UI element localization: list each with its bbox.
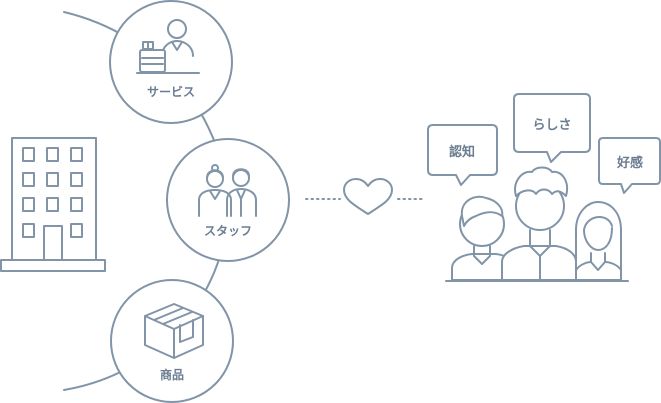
service-circle xyxy=(109,0,233,124)
service-label: サービス xyxy=(147,84,195,99)
staff-people-icon xyxy=(198,164,257,217)
service-node: サービス xyxy=(109,0,233,124)
bubble-recognition: 認知 xyxy=(427,124,498,186)
cashier-icon xyxy=(136,19,200,74)
product-node: 商品 xyxy=(110,279,234,403)
staff-label: スタッフ xyxy=(204,224,252,238)
staff-node: スタッフ xyxy=(166,138,290,262)
heart-icon xyxy=(343,178,393,215)
bubble-favorability: 好感 xyxy=(598,137,661,194)
bubble-identity-label: らしさ xyxy=(532,118,571,133)
product-circle xyxy=(110,279,234,403)
customers-icon xyxy=(445,166,629,282)
bubble-identity: らしさ xyxy=(513,93,591,163)
product-label: 商品 xyxy=(160,367,184,382)
bubble-favorability-label: 好感 xyxy=(616,155,643,171)
building-icon xyxy=(0,137,106,272)
bubble-recognition-label: 認知 xyxy=(449,144,475,160)
box-icon xyxy=(144,303,204,359)
